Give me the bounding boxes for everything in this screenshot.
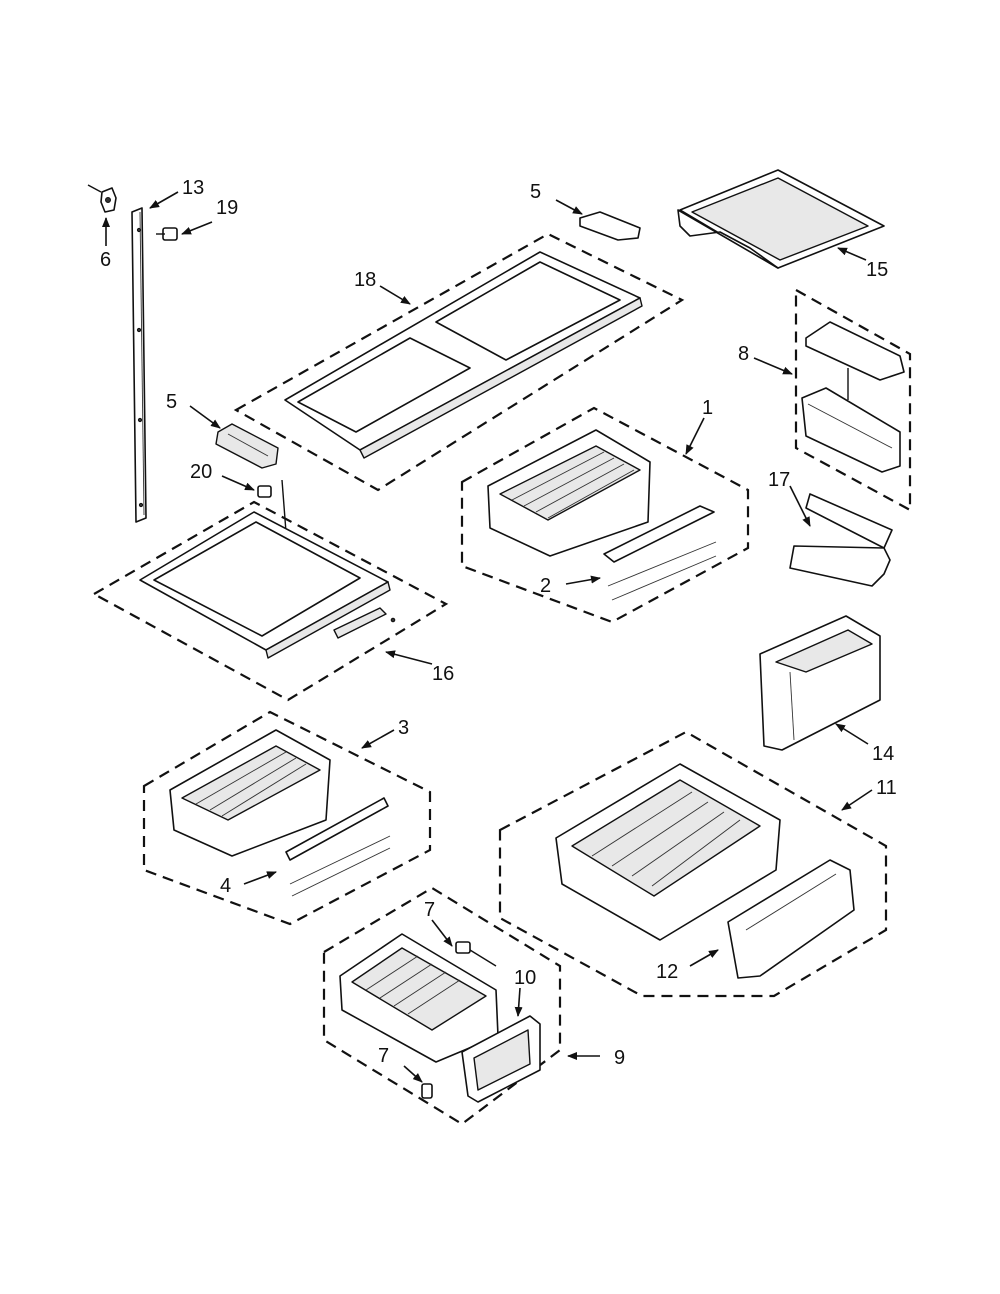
assembly-outline-8 [794, 288, 912, 512]
assembly-outline-18 [233, 232, 685, 492]
callout-19: 19 [216, 197, 238, 219]
callout-13: 13 [182, 177, 204, 199]
screw-part-20 [257, 479, 287, 533]
callout-20: 20 [190, 461, 212, 483]
callout-10: 10 [514, 967, 536, 989]
assembly-outline-11 [498, 730, 888, 998]
callout-14: 14 [872, 743, 894, 765]
shelf-rail-part-13 [131, 207, 147, 523]
screw-part-19 [156, 227, 178, 241]
glass-shelf-part-18 [284, 251, 643, 459]
callout-15: 15 [866, 259, 888, 281]
assembly-outline-16 [91, 500, 449, 702]
pan-cover-part-2 [603, 505, 717, 601]
screw-part-7-top [455, 941, 497, 967]
cover-part-17 [789, 493, 893, 587]
callout-4: 4 [220, 875, 231, 897]
callout-7-top: 7 [424, 899, 435, 921]
shelf-end-cap-part-5-left [215, 423, 279, 469]
pan-cover-part-4 [285, 797, 391, 897]
callout-8: 8 [738, 343, 749, 365]
drawer-front-part-10 [461, 1015, 541, 1103]
rail-bracket-part-6 [87, 184, 117, 213]
pan-part-11 [555, 763, 781, 941]
drawer-part-9 [339, 933, 499, 1063]
assembly-outline-3 [142, 710, 432, 926]
shelf-part-15 [677, 169, 885, 269]
callout-18: 18 [354, 269, 376, 291]
meat-pan-part-14 [759, 615, 881, 751]
callout-5-top: 5 [530, 181, 541, 203]
pan-front-part-12 [727, 859, 855, 979]
callout-11: 11 [876, 777, 897, 799]
callout-3: 3 [398, 717, 409, 739]
pan-part-1 [487, 429, 651, 557]
callout-5-left: 5 [166, 391, 177, 413]
callout-17: 17 [768, 469, 790, 491]
door-bin-part-8 [801, 321, 905, 473]
shelf-end-cap-part-5-top [579, 211, 641, 241]
callout-12: 12 [656, 961, 678, 983]
pan-part-3 [169, 729, 331, 857]
callout-16: 16 [432, 663, 454, 685]
leader-lines [102, 191, 873, 1083]
callout-labels: 13 19 6 5 15 18 8 5 1 20 17 2 16 3 14 11… [100, 177, 897, 1069]
callout-1: 1 [702, 397, 713, 419]
glass-shelf-part-16 [139, 511, 396, 659]
assembly-outline-1 [460, 406, 750, 624]
callout-9: 9 [614, 1047, 625, 1069]
callout-6: 6 [100, 249, 111, 271]
callout-2: 2 [540, 575, 551, 597]
callout-7-bottom: 7 [378, 1045, 389, 1067]
screw-part-7-bottom [421, 1083, 433, 1099]
